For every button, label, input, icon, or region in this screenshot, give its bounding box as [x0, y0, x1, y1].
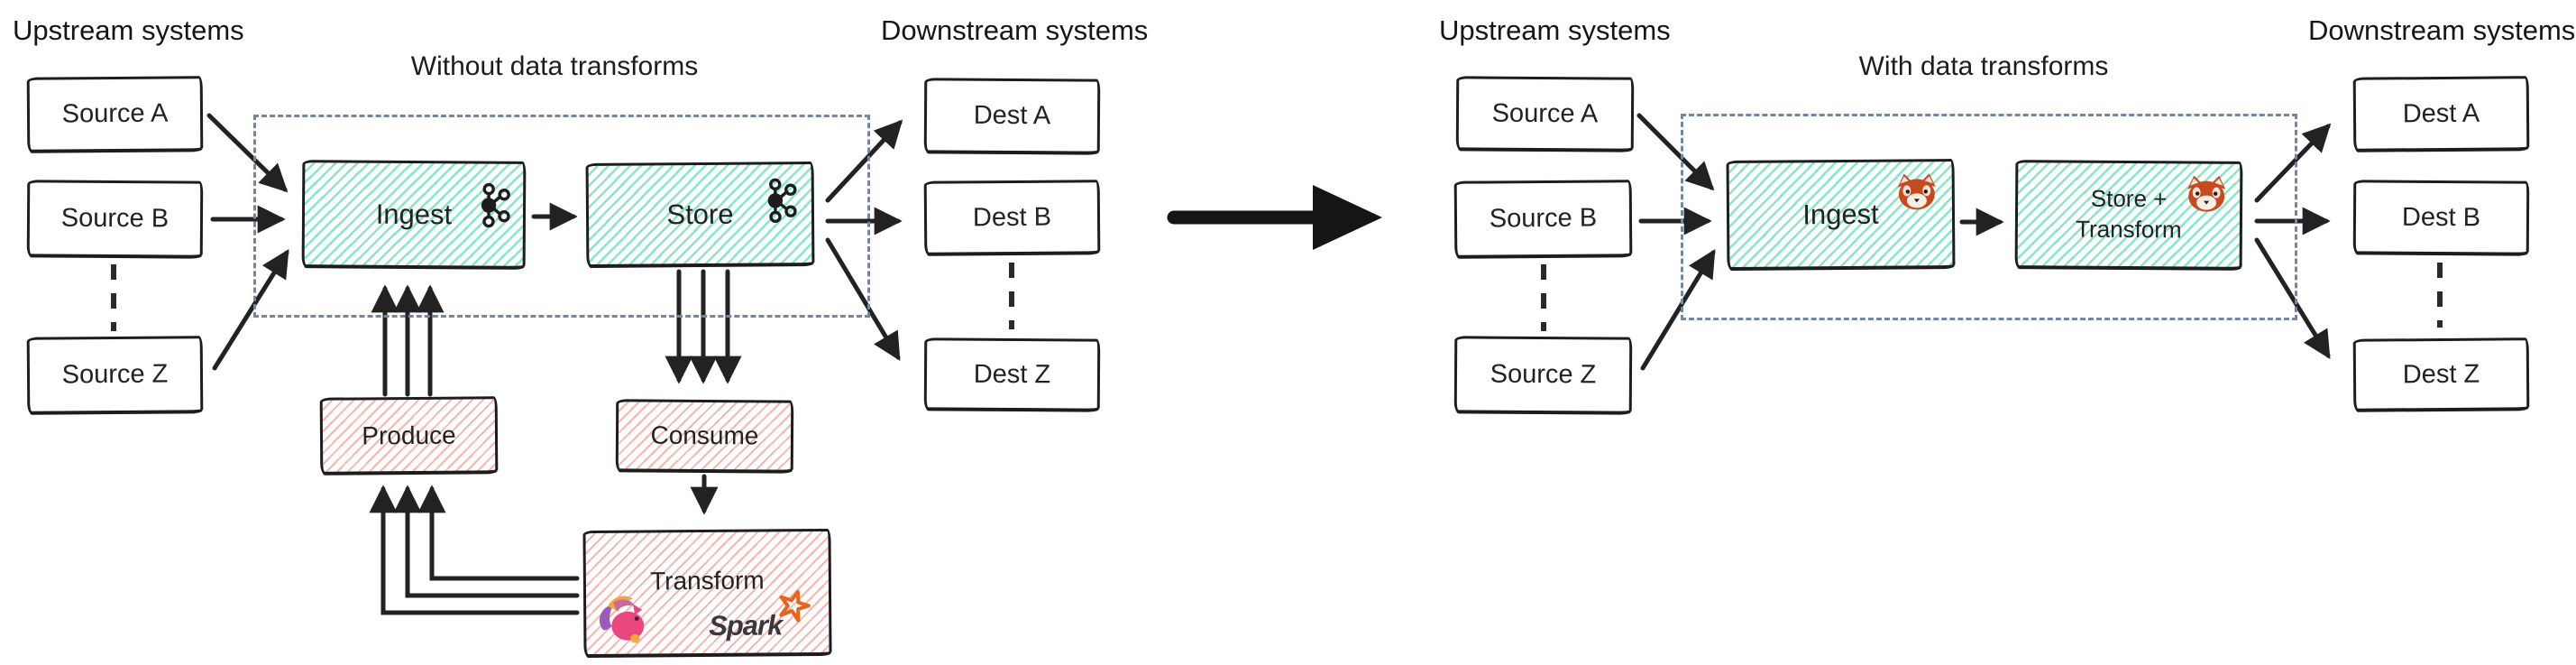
left-source-b-box: Source B	[26, 180, 204, 258]
right-source-z-box: Source Z	[1453, 336, 1633, 414]
left-source-a-box: Source A	[26, 76, 204, 152]
arrow-transform-produce-2	[393, 485, 580, 598]
left-diagram-title: Without data transforms	[410, 51, 699, 81]
right-upstream-label: Upstream systems	[1439, 14, 1671, 46]
left-downstream-label: Downstream systems	[881, 14, 1149, 46]
transform-box: Transform Spark	[582, 528, 832, 658]
left-upstream-label: Upstream systems	[13, 14, 244, 46]
redpanda-icon	[1894, 172, 1939, 217]
big-transition-arrow	[1167, 185, 1382, 250]
left-ingest-box: Ingest	[301, 160, 527, 269]
right-store-transform-box: Store + Transform	[2014, 160, 2243, 270]
left-dest-b-box: Dest B	[923, 180, 1101, 255]
right-source-b-box: Source B	[1453, 180, 1633, 258]
arrow-transform-produce-3	[417, 485, 580, 581]
arrow-sourceZ-ingest	[212, 249, 289, 371]
left-pipeline-boundary	[253, 115, 870, 318]
right-dest-z-box: Dest Z	[2352, 337, 2530, 411]
arrow-sourceA-ingest	[206, 113, 289, 193]
kafka-icon	[766, 177, 797, 231]
flink-icon	[595, 591, 652, 651]
left-source-z-box: Source Z	[26, 336, 204, 414]
spark-star-icon	[776, 588, 811, 629]
consume-box: Consume	[615, 399, 794, 473]
right-ingest-box: Ingest	[1726, 159, 1956, 270]
right-source-a-box: Source A	[1455, 76, 1635, 152]
arrow-transform-produce-1	[369, 485, 580, 615]
left-store-box: Store	[585, 162, 815, 267]
right-downstream-label: Downstream systems	[2308, 14, 2576, 46]
produce-box: Produce	[319, 396, 499, 475]
arrow-store-destA	[825, 119, 903, 203]
right-dest-a-box: Dest A	[2352, 76, 2530, 152]
right-pipeline-boundary	[1681, 114, 2297, 320]
arrow-r-sourceA-ingest	[1636, 113, 1715, 191]
spark-logo: Spark	[709, 589, 817, 642]
kafka-icon	[480, 182, 510, 236]
left-dest-a-box: Dest A	[923, 78, 1101, 154]
redpanda-icon	[2184, 174, 2229, 220]
arrow-r-store-destZ	[2254, 237, 2331, 359]
left-dest-z-box: Dest Z	[923, 337, 1101, 411]
arrow-r-store-destA	[2254, 123, 2332, 203]
arrow-r-sourceZ-ingest	[1640, 249, 1716, 371]
right-diagram-title: With data transforms	[1858, 51, 2109, 81]
right-dest-b-box: Dest B	[2352, 180, 2530, 255]
arrow-store-destZ	[825, 237, 901, 361]
